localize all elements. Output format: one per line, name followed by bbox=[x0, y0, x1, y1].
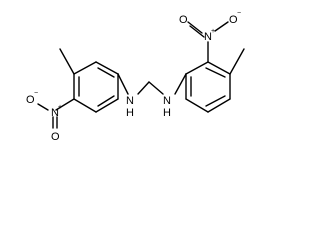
right-benzene-ring bbox=[185, 61, 231, 113]
nitro-right-nitrogen: N bbox=[204, 31, 212, 43]
bond bbox=[95, 61, 119, 75]
double-bond-inner bbox=[205, 95, 226, 107]
bond bbox=[185, 61, 209, 75]
nh-right-hydrogen: H bbox=[163, 107, 171, 119]
bond bbox=[95, 98, 119, 113]
nitro-right-nitrogen-charge: + bbox=[211, 28, 215, 35]
bond bbox=[148, 81, 164, 95]
bond bbox=[174, 73, 187, 95]
bond bbox=[73, 61, 97, 75]
chemical-structure-diagram: N + O − O N H N H N + O − bbox=[26, 10, 245, 143]
nitro-left-nitrogen-charge: + bbox=[58, 104, 62, 111]
left-benzene-ring bbox=[73, 61, 119, 113]
nitro-right-oxygen-single: O bbox=[229, 14, 238, 26]
nitro-right-oxygen-double: O bbox=[179, 14, 188, 26]
bond bbox=[73, 98, 97, 113]
double-bond-inner bbox=[97, 95, 115, 107]
nitro-left-oxygen-double: O bbox=[51, 131, 60, 143]
nitro-right-oxygen-charge: − bbox=[237, 10, 241, 17]
nh-right-nitrogen: N bbox=[163, 95, 171, 107]
double-bond-inner bbox=[97, 67, 115, 78]
bond bbox=[185, 98, 209, 113]
bond bbox=[37, 103, 49, 111]
nitro-left-oxygen-charge: − bbox=[34, 90, 38, 97]
bond bbox=[187, 21, 203, 34]
right-methyl-bond bbox=[229, 48, 245, 75]
double-bond-inner bbox=[205, 67, 226, 78]
bond bbox=[207, 61, 231, 75]
bond bbox=[207, 98, 231, 113]
bond bbox=[137, 81, 150, 95]
right-nitro-group: N + O − O bbox=[179, 10, 241, 63]
methylene-diamine-bridge: N H N H bbox=[117, 73, 187, 119]
bond bbox=[117, 73, 129, 95]
nitro-left-oxygen-single: O bbox=[26, 94, 35, 106]
left-nitro-group: N + O − O bbox=[26, 90, 75, 143]
bond bbox=[55, 98, 75, 111]
nh-left-nitrogen: N bbox=[126, 95, 134, 107]
left-methyl-bond bbox=[59, 48, 75, 75]
bond bbox=[214, 21, 229, 32]
bond bbox=[189, 25, 205, 38]
nitro-left-nitrogen: N bbox=[51, 107, 59, 119]
nh-left-hydrogen: H bbox=[126, 107, 134, 119]
